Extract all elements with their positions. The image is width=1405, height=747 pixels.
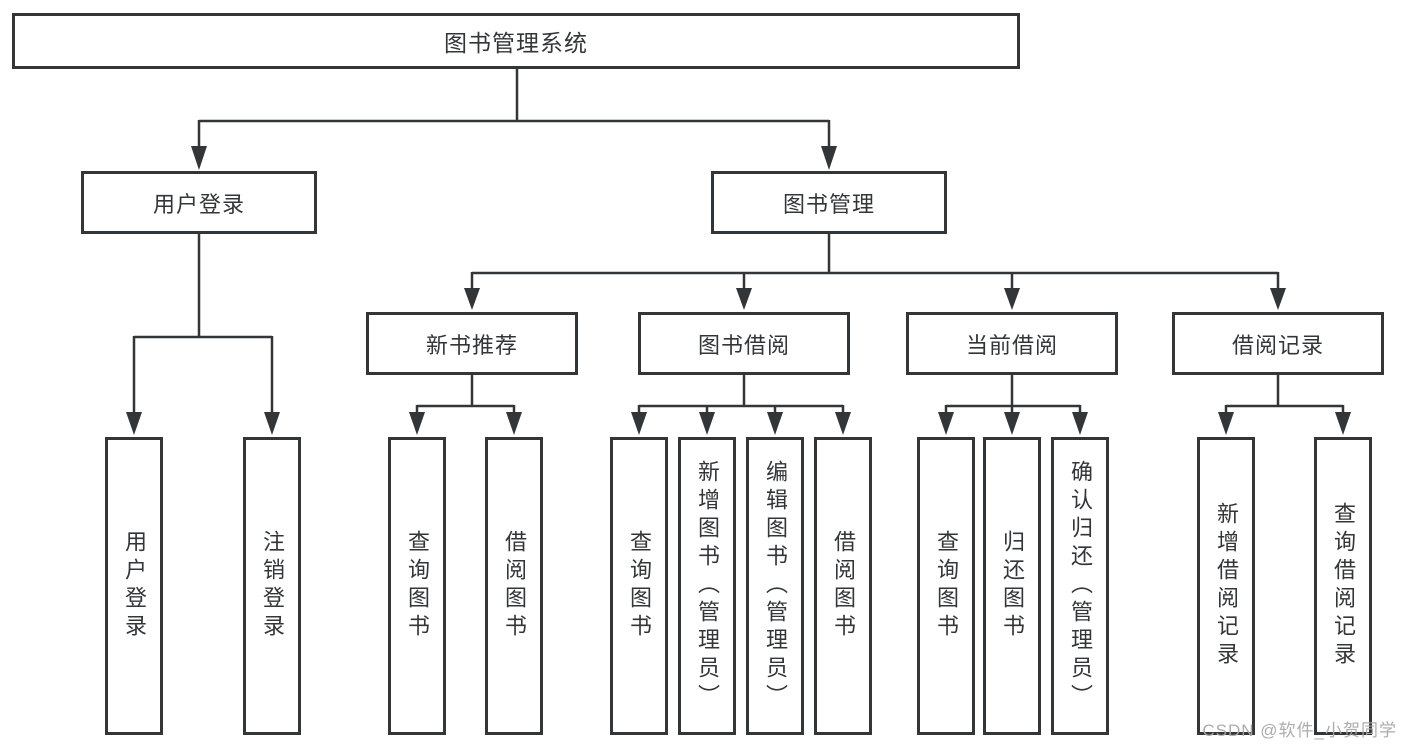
leaf-borrow-books-borrowing: 借阅图书 bbox=[814, 437, 872, 735]
csdn-watermark: CSDN @软件_小贺同学 bbox=[1202, 721, 1397, 740]
node-label: 新书推荐 bbox=[425, 332, 518, 358]
node-label: 确认归还（管理员） bbox=[1068, 460, 1093, 712]
node-label: 新增图书（管理员） bbox=[695, 460, 720, 712]
leaf-user-login: 用户登录 bbox=[105, 437, 163, 735]
node-book-management: 图书管理 bbox=[711, 171, 947, 234]
leaf-query-books-current: 查询图书 bbox=[917, 437, 975, 735]
node-label: 借阅图书 bbox=[831, 530, 856, 642]
node-user-login: 用户登录 bbox=[81, 171, 317, 234]
node-label: 注销登录 bbox=[260, 530, 285, 642]
node-label: 图书管理 bbox=[782, 191, 875, 217]
node-label: 编辑图书（管理员） bbox=[763, 460, 788, 712]
node-label: 借阅图书 bbox=[502, 530, 527, 642]
arrowhead-icons bbox=[126, 146, 1351, 435]
node-new-book-recommendation: 新书推荐 bbox=[366, 312, 578, 375]
leaf-add-book-admin: 新增图书（管理员） bbox=[678, 437, 736, 735]
leaf-logout: 注销登录 bbox=[243, 437, 301, 735]
node-label: 当前借阅 bbox=[965, 332, 1058, 358]
node-book-borrowing: 图书借阅 bbox=[638, 312, 850, 375]
node-borrowing-records: 借阅记录 bbox=[1172, 312, 1384, 375]
node-label: 图书借阅 bbox=[697, 332, 790, 358]
leaf-confirm-return-admin: 确认归还（管理员） bbox=[1051, 437, 1109, 735]
leaf-add-borrow-record: 新增借阅记录 bbox=[1197, 437, 1255, 735]
node-label: 查询借阅记录 bbox=[1331, 502, 1356, 670]
node-current-borrowing: 当前借阅 bbox=[906, 312, 1118, 375]
leaf-query-books-borrowing: 查询图书 bbox=[610, 437, 668, 735]
node-label: 新增借阅记录 bbox=[1214, 502, 1239, 670]
leaf-edit-book-admin: 编辑图书（管理员） bbox=[746, 437, 804, 735]
leaf-query-borrow-record: 查询借阅记录 bbox=[1314, 437, 1372, 735]
leaf-borrow-books-recommend: 借阅图书 bbox=[485, 437, 543, 735]
node-label: 用户登录 bbox=[152, 191, 245, 217]
node-label: 用户登录 bbox=[122, 530, 147, 642]
node-label: 借阅记录 bbox=[1231, 332, 1324, 358]
node-label: 查询图书 bbox=[934, 530, 959, 642]
leaf-query-books-recommend: 查询图书 bbox=[388, 437, 446, 735]
node-label: 查询图书 bbox=[405, 530, 430, 642]
node-label: 归还图书 bbox=[1000, 530, 1025, 642]
node-library-management-system: 图书管理系统 bbox=[12, 13, 1020, 69]
leaf-return-books: 归还图书 bbox=[983, 437, 1041, 735]
node-label: 查询图书 bbox=[627, 530, 652, 642]
node-label: 图书管理系统 bbox=[444, 30, 588, 56]
